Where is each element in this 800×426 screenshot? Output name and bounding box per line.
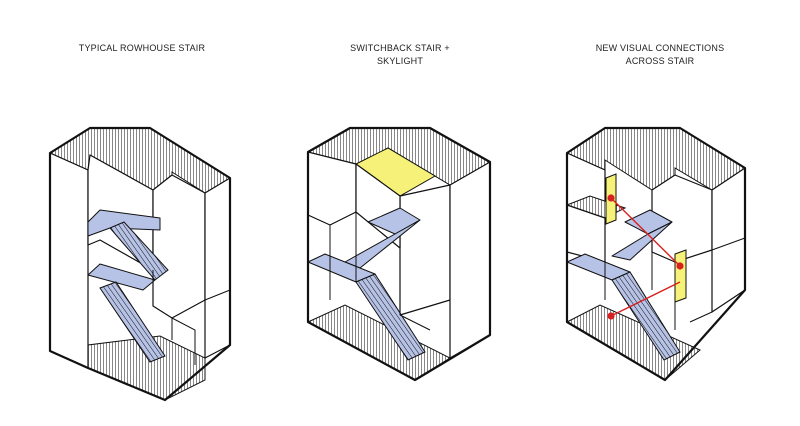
middle-landing (87, 263, 156, 291)
caption-line: SKYLIGHT (376, 56, 424, 66)
outline (565, 126, 747, 382)
partition-lines (329, 212, 431, 331)
caption-visual-connections: NEW VISUAL CONNECTIONS ACROSS STAIR (540, 42, 780, 68)
right-wall (204, 177, 231, 359)
outline (306, 126, 492, 382)
sightline-lower (610, 281, 681, 317)
caption-typical-rowhouse-stair: TYPICAL ROWHOUSE STAIR (22, 42, 262, 55)
outline (48, 126, 232, 402)
right-tower (152, 174, 206, 319)
diagram-visual-connections (565, 126, 747, 382)
viewpoint-lower (607, 312, 615, 320)
caption-line: NEW VISUAL CONNECTIONS (595, 43, 725, 53)
caption-line: TYPICAL ROWHOUSE STAIR (78, 43, 206, 53)
viewpoint-upper (607, 194, 615, 202)
lower-flight (99, 281, 166, 363)
viewpoint-middle (676, 262, 684, 270)
diagram-typical-rowhouse-stair (48, 126, 232, 402)
diagram-switchback-stair (306, 126, 492, 382)
caption-line: ACROSS STAIR (625, 56, 695, 66)
left-wall (49, 152, 89, 369)
partition-lines (87, 245, 231, 365)
right-tower (399, 184, 451, 316)
lower-flight (355, 273, 426, 361)
ground-floor (565, 304, 701, 381)
caption-switchback-stair: SWITCHBACK STAIR + SKYLIGHT (280, 42, 520, 68)
left-volume (307, 151, 357, 226)
caption-line: SWITCHBACK STAIR + (350, 43, 450, 53)
window-lower (674, 249, 687, 303)
upper-flight (109, 221, 169, 281)
sightline-upper (610, 197, 681, 267)
lower-flight (611, 271, 681, 361)
right-wall (449, 161, 491, 359)
partition-lines (604, 218, 746, 330)
upper-flight (611, 221, 673, 261)
